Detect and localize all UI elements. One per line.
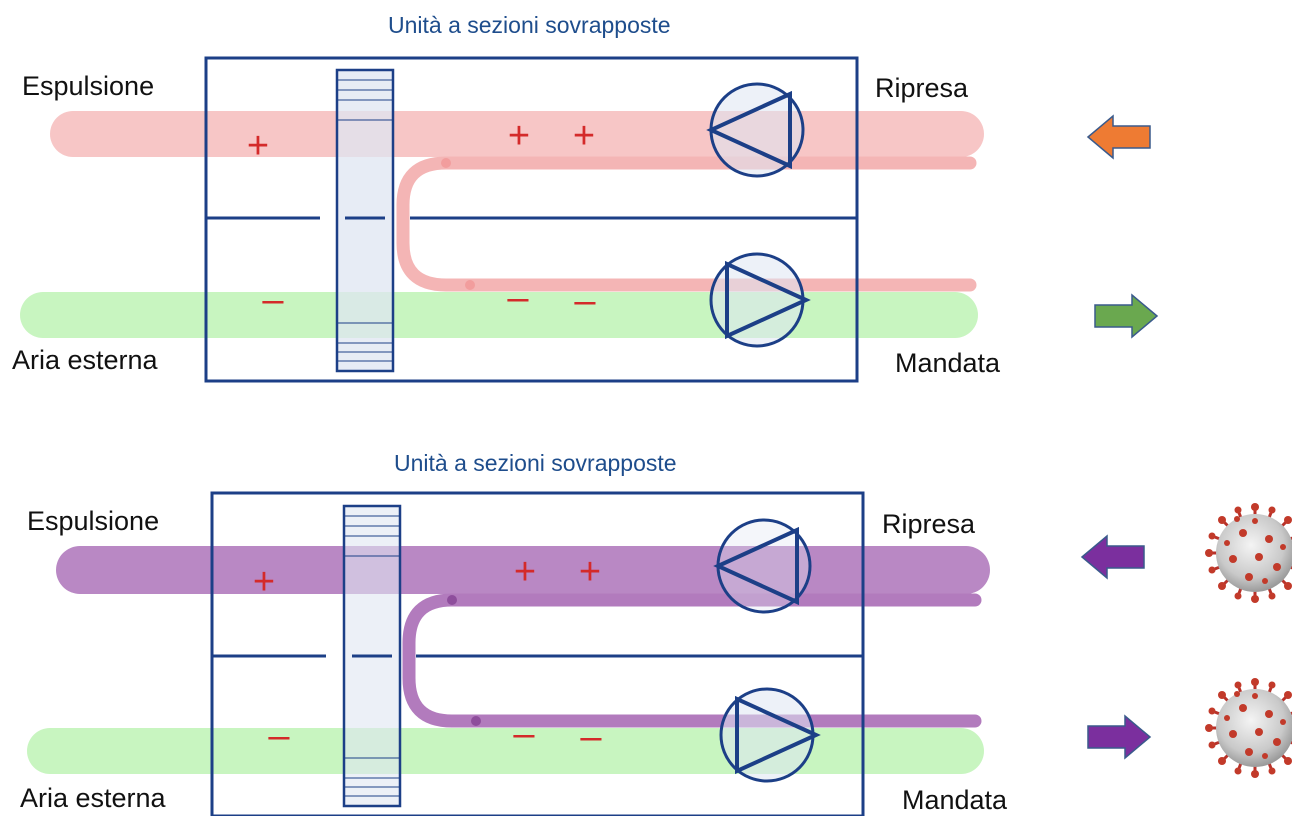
top-pressure-high-sign: +: [247, 125, 269, 167]
bottom-pipe-joint: [471, 716, 481, 726]
bottom-return-label: Ripresa: [882, 509, 976, 539]
bottom-supply-label: Mandata: [902, 785, 1008, 815]
bottom-supply-fan-icon: [719, 687, 821, 783]
bottom-heat-recovery-wheel: [342, 504, 402, 808]
green-arrow-right-icon: [1094, 293, 1159, 339]
top-outdoor-air-label: Aria esterna: [12, 345, 158, 375]
bottom-pressure-high-sign: +: [514, 551, 536, 593]
top-pipe-joint: [465, 280, 475, 290]
bottom-return-fan-icon: [713, 518, 812, 614]
bottom-exhaust-label: Espulsione: [27, 506, 160, 536]
coronavirus-icon: [1205, 678, 1292, 778]
bottom-leakage-pipe: [402, 593, 982, 728]
top-supply-fan-icon: [709, 252, 811, 348]
bottom-diagram: [27, 491, 1292, 816]
bottom-pressure-low-sign: –: [513, 713, 535, 755]
bottom-pressure-high-sign: +: [253, 561, 275, 603]
top-pressure-high-sign: +: [573, 115, 595, 157]
top-pressure-low-sign: –: [262, 279, 284, 321]
top-pipe-joint: [441, 158, 451, 168]
coronavirus-icon: [1205, 503, 1292, 603]
purple-arrow-right-icon: [1087, 714, 1152, 760]
purple-arrow-left-icon: [1080, 534, 1145, 580]
bottom-outdoor-air-band: [27, 728, 984, 774]
top-leakage-pipe: [396, 156, 977, 292]
top-supply-label: Mandata: [895, 348, 1001, 378]
top-pressure-high-sign: +: [508, 115, 530, 157]
bottom-pressure-high-sign: +: [579, 551, 601, 593]
top-outdoor-air-band: [20, 292, 978, 338]
top-diagram: [20, 56, 1159, 383]
top-pressure-low-sign: –: [574, 280, 596, 322]
top-heat-recovery-wheel: [335, 68, 395, 373]
bottom-pressure-low-sign: –: [580, 716, 602, 758]
bottom-pressure-low-sign: –: [268, 715, 290, 757]
top-return-fan-icon: [706, 82, 805, 178]
top-return-label: Ripresa: [875, 73, 969, 103]
bottom-pipe-joint: [447, 595, 457, 605]
bottom-diagram-title: Unità a sezioni sovrapposte: [394, 450, 677, 476]
bottom-outdoor-air-label: Aria esterna: [20, 783, 166, 813]
top-pressure-low-sign: –: [507, 277, 529, 319]
orange-arrow-left-icon: [1086, 114, 1151, 160]
top-diagram-title: Unità a sezioni sovrapposte: [388, 12, 671, 38]
top-exhaust-label: Espulsione: [22, 71, 155, 101]
